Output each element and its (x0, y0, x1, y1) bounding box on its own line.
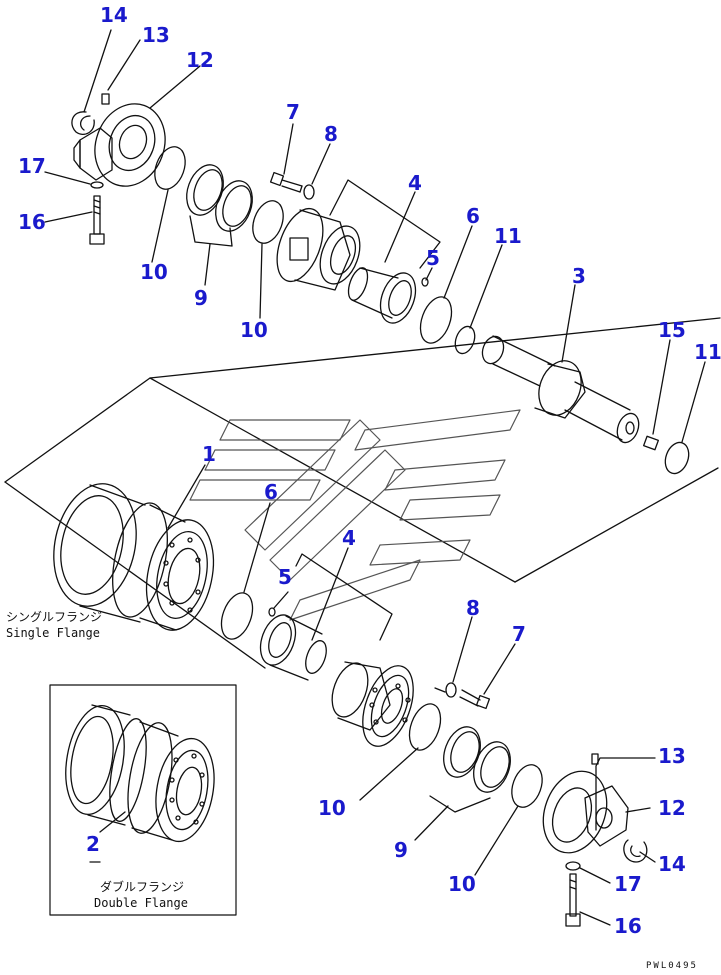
double-flange-caption-en: Double Flange (94, 896, 188, 910)
callout-3: 3 (572, 264, 586, 288)
housing-top (276, 207, 361, 291)
callout-7-top: 7 (286, 100, 300, 124)
snap-ring-part-14-lower (623, 839, 648, 863)
bushing-part-4-middle (259, 614, 327, 681)
drawing-code: PWL0495 (646, 961, 698, 971)
plug-bolt-part-15 (643, 435, 659, 451)
callout-12-lower: 12 (658, 796, 686, 820)
callout-16-lower: 16 (614, 914, 642, 938)
callout-8-middle: 8 (466, 596, 480, 620)
callout-13-top: 13 (142, 23, 170, 47)
callout-10-lower-left: 10 (318, 796, 346, 820)
pin-part-5-middle (268, 607, 276, 617)
bolt-part-7-top (269, 171, 303, 193)
callout-17-top: 17 (18, 154, 46, 178)
seal-part-9-lower-a (443, 726, 481, 778)
callout-4-middle: 4 (342, 526, 356, 550)
pin-part-13-lower (591, 753, 599, 765)
callout-6-middle: 6 (264, 480, 278, 504)
callout-11-top: 11 (494, 224, 522, 248)
callout-5-top: 5 (426, 246, 440, 270)
washer-part-8-middle (434, 682, 457, 698)
callout-14-lower: 14 (658, 852, 686, 876)
callout-8-top: 8 (324, 122, 338, 146)
single-flange-caption-jp: シングルフランジ (6, 610, 103, 624)
double-flange-caption-jp: ダブルフランジ (100, 880, 185, 894)
housing-middle (331, 661, 414, 747)
pin-part-5-top (421, 277, 429, 287)
o-ring-part-10-top-right (252, 200, 284, 244)
o-ring-part-6-top (419, 296, 453, 344)
callout-13-lower: 13 (658, 744, 686, 768)
end-bracket-part-12-lower (542, 770, 629, 854)
callout-7-middle: 7 (512, 622, 526, 646)
callout-5-middle: 5 (278, 565, 292, 589)
callout-10-top-left: 10 (140, 260, 168, 284)
bolt-part-16-top (89, 195, 105, 245)
plug-part-11-right (664, 441, 690, 475)
roller-part-2-double-flange (65, 704, 215, 843)
bushing-part-4-top (347, 267, 417, 324)
o-ring-part-10-top-left (154, 146, 186, 190)
seal-part-9-top-b (215, 180, 253, 232)
o-ring-part-6-middle (220, 592, 254, 640)
end-bracket-part-12-top (73, 103, 166, 187)
callout-2: 2 (86, 832, 100, 856)
callout-4-top: 4 (408, 171, 422, 195)
single-flange-caption-en: Single Flange (6, 626, 100, 640)
shaft-part-3 (481, 335, 640, 444)
watermark-logo (189, 409, 521, 621)
plug-part-11-top (454, 325, 476, 355)
callout-10-top-right: 10 (240, 318, 268, 342)
callout-1: 1 (202, 442, 216, 466)
roller-part-1-single-flange (53, 483, 215, 631)
callout-9-lower: 9 (394, 838, 408, 862)
callout-16-top: 16 (18, 210, 46, 234)
snap-ring-part-14-top (71, 111, 95, 135)
callout-14-top: 14 (100, 3, 128, 27)
callout-11-right: 11 (694, 340, 721, 364)
washer-part-8-top (303, 184, 315, 200)
o-ring-part-10-lower-right (511, 764, 543, 808)
callout-9-top: 9 (194, 286, 208, 310)
assembly-plane-outline (4, 317, 721, 669)
bolt-part-7-middle (459, 689, 491, 710)
bolt-part-16-lower (565, 873, 581, 927)
washer-part-17-lower (565, 861, 581, 871)
callout-15: 15 (658, 318, 686, 342)
callout-10-lower-right: 10 (448, 872, 476, 896)
seal-part-9-lower-b (473, 741, 511, 793)
washer-part-17-top (90, 181, 104, 189)
callout-6-top: 6 (466, 204, 480, 228)
double-flange-inset-box (49, 684, 237, 916)
callout-17-lower: 17 (614, 872, 642, 896)
callout-12-top: 12 (186, 48, 214, 72)
pin-part-13-top (101, 93, 110, 105)
